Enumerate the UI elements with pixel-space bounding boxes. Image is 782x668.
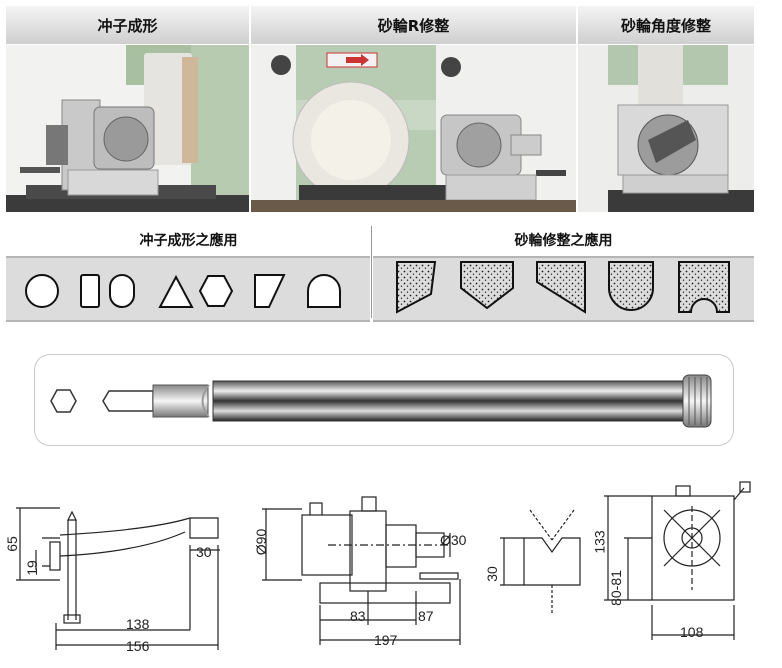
drawing-arm — [16, 507, 220, 650]
triangle-shape — [158, 274, 194, 308]
wheel-profile-concave — [678, 261, 730, 313]
header-wheel-r-dressing: 砂輪R修整 — [251, 6, 577, 44]
drawing-head — [262, 496, 461, 645]
rod-body — [212, 380, 694, 422]
dim-30-side: 30 — [196, 544, 212, 560]
dim-83: 83 — [350, 608, 366, 624]
dim-156: 156 — [126, 638, 150, 654]
header-wheel-angle-dressing: 砂輪角度修整 — [578, 6, 755, 44]
drawing-vblock — [500, 509, 581, 615]
photo-wheel-angle-dressing — [578, 45, 754, 212]
wheel-profile-bevel — [536, 261, 586, 314]
dim-65: 65 — [3, 536, 20, 552]
wheel-profile-round — [608, 261, 654, 311]
dim-30-vblock: 30 — [483, 566, 500, 582]
dim-133: 133 — [591, 530, 608, 554]
dim-80-81: 80-81 — [607, 570, 624, 606]
punch-rod-panel — [34, 354, 734, 446]
trapezoid-shape — [254, 274, 286, 308]
dim-phi30: Ø30 — [440, 532, 467, 548]
circle-shape — [25, 274, 59, 308]
divider — [371, 226, 372, 318]
wheel-shapes-panel — [373, 256, 754, 322]
rod-neck — [152, 384, 209, 418]
wheel-profile-angled — [396, 261, 437, 314]
arch-shape — [307, 274, 341, 308]
header-wheel-dressing-app: 砂輪修整之應用 — [514, 233, 613, 249]
header-punch-forming-app: 冲子成形之應用 — [139, 233, 238, 249]
punch-shapes-panel — [6, 256, 370, 322]
dim-108: 108 — [680, 624, 704, 640]
dim-138: 138 — [126, 616, 150, 632]
dim-197: 197 — [374, 632, 398, 648]
photo-punch-forming — [6, 45, 249, 212]
slot-shape — [80, 274, 100, 308]
wheel-profile-v — [460, 261, 514, 310]
oblong-shape — [109, 274, 135, 308]
rod-knurled-end — [682, 374, 712, 428]
dim-87: 87 — [418, 608, 434, 624]
drawing-front — [604, 481, 751, 640]
hexagon-shape — [198, 275, 234, 307]
header-punch-forming: 冲子成形 — [6, 6, 250, 44]
hex-end-view — [50, 389, 77, 413]
dim-phi90: Ø90 — [253, 528, 270, 556]
dim-19: 19 — [23, 560, 40, 576]
photo-wheel-r-dressing — [251, 45, 576, 212]
hex-tip — [102, 390, 154, 412]
